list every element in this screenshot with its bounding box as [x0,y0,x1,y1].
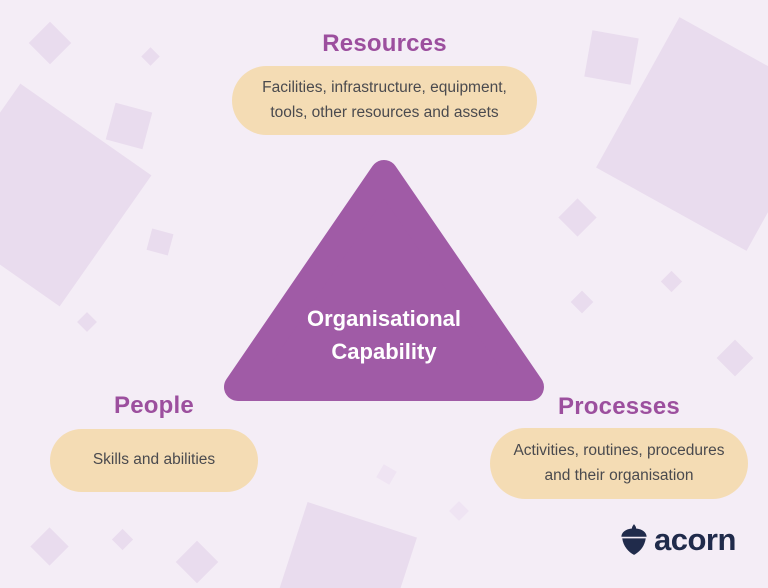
resources-heading: Resources [322,30,447,57]
decor-square [141,47,160,66]
decor-square [77,312,97,332]
decor-square [28,21,72,65]
triangle-shape [224,160,544,401]
decor-square [449,501,469,521]
processes-description: Activities, routines, procedures and the… [513,442,725,484]
decor-square [272,502,417,588]
decor-square [570,290,594,314]
logo-text: acorn [654,522,736,557]
acorn-icon [620,524,648,555]
people-description: Skills and abilities [92,451,216,469]
decor-square [716,339,754,377]
decor-square [175,540,219,584]
decor-square [584,30,639,85]
people-heading: People [114,392,194,419]
acorn-logo: acorn [620,524,736,555]
decor-square [376,464,397,485]
resources-description: Facilities, infrastructure, equipment, t… [262,79,507,121]
decor-square [111,528,134,551]
decor-square [30,527,69,566]
resources-pill: Facilities, infrastructure, equipment, t… [232,66,537,135]
decor-square [105,102,153,150]
processes-heading: Processes [558,393,680,420]
capability-triangle [222,158,546,403]
processes-pill: Activities, routines, procedures and the… [490,428,748,499]
people-pill: Skills and abilities [50,429,258,492]
decor-square [660,270,683,293]
decor-square [146,228,174,256]
triangle-label: Organisational Capability [306,306,462,364]
decor-square [558,198,597,237]
